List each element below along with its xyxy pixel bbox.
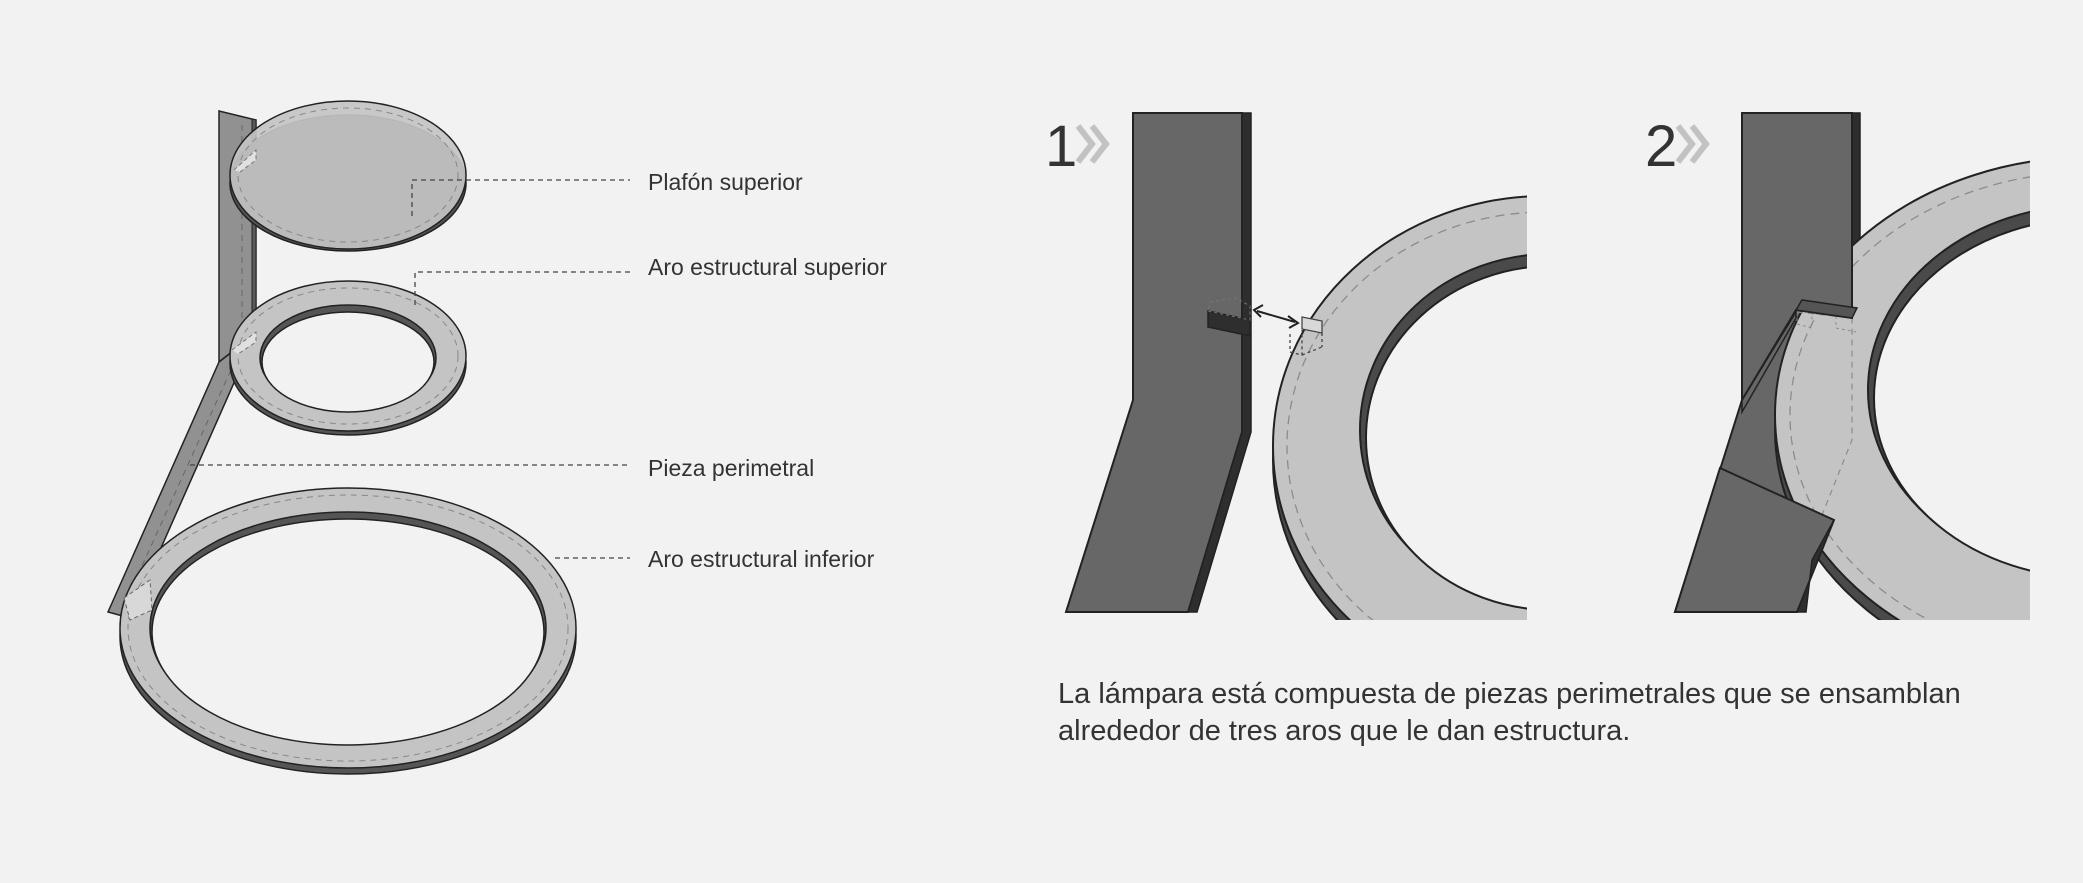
leader-lines (190, 179, 630, 559)
label-top-plate: Plafón superior (648, 169, 803, 195)
description-caption: La lámpara está compuesta de piezas peri… (1058, 676, 2058, 750)
step-1-number: 1 (1045, 114, 1077, 179)
ring-slot-1 (1289, 316, 1323, 356)
label-perimeter-piece: Pieza perimetral (648, 455, 814, 481)
caption-line-2: alrededor de tres aros que le dan estruc… (1058, 715, 1631, 747)
assembled-joint-2 (1673, 112, 2030, 620)
perimeter-post-1 (1064, 112, 1252, 613)
lower-ring (119, 487, 577, 775)
step-2-detail: 2 (1645, 112, 2030, 620)
ring-segment-1 (1272, 195, 1527, 620)
caption-line-1: La lámpara está compuesta de piezas peri… (1058, 678, 1961, 710)
label-lower-ring: Aro estructural inferior (648, 546, 875, 572)
chevron-right-icon (1675, 124, 1710, 164)
step-2-number: 2 (1645, 114, 1677, 179)
double-arrow-icon (1252, 304, 1300, 329)
chevron-right-icon (1075, 124, 1110, 164)
exploded-view: Plafón superior Aro estructural superior… (106, 100, 887, 775)
upper-ring (229, 280, 467, 436)
top-plate (229, 100, 467, 252)
step-1-detail: 1 (1045, 112, 1527, 620)
label-upper-ring: Aro estructural superior (648, 254, 887, 280)
